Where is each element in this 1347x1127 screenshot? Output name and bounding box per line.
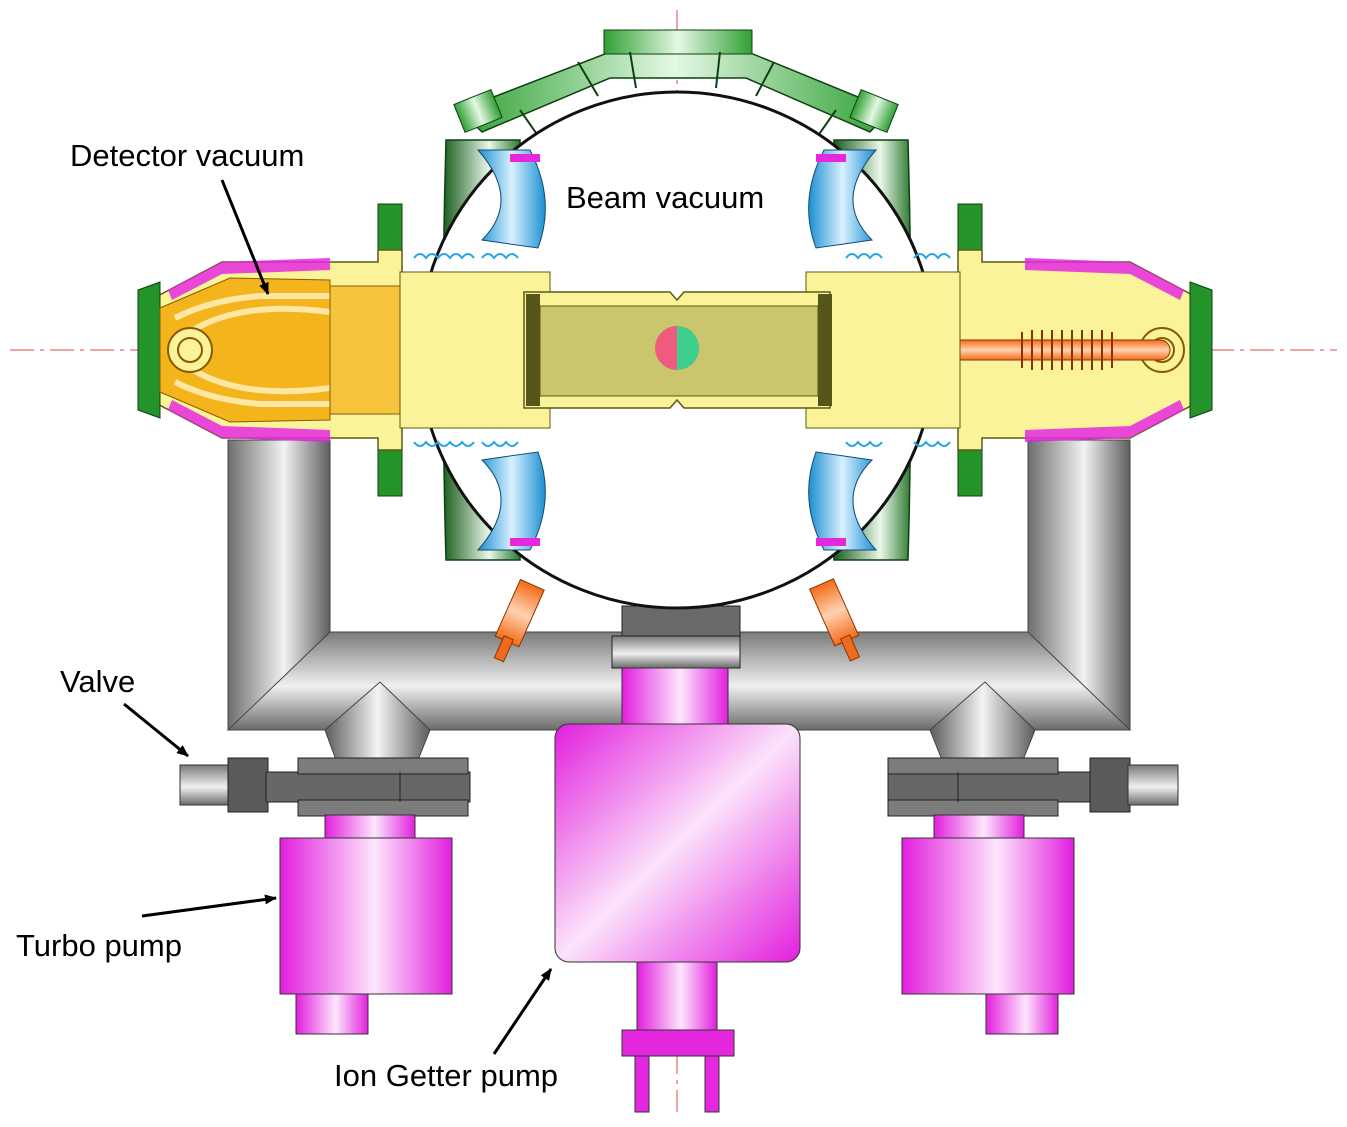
- left-cone: [324, 681, 431, 761]
- arrow-ion-getter-pump: [492, 968, 553, 1055]
- right-cone: [929, 681, 1036, 761]
- turbo-pump-right: [901, 837, 1075, 995]
- ion-getter-pump-body: [554, 723, 801, 963]
- arrow-valve: [123, 702, 189, 758]
- label-ion-getter-pump: Ion Getter pump: [334, 1058, 558, 1093]
- right-turbo-assembly: [887, 757, 1179, 1035]
- detector-arms: [137, 249, 1213, 451]
- label-valve: Valve: [60, 664, 135, 699]
- valve-actuator-right: [1127, 764, 1179, 806]
- label-detector-vacuum: Detector vacuum: [70, 138, 304, 173]
- label-turbo-pump: Turbo pump: [16, 928, 182, 963]
- turbo-pump-left: [279, 837, 453, 995]
- ion-getter-pump-assembly: [554, 605, 801, 1113]
- feedthrough-rod: [939, 339, 1171, 361]
- valve-actuator-left: [179, 764, 233, 806]
- valve-body-left: [265, 771, 471, 803]
- callout-arrows: [123, 179, 553, 1055]
- arrow-detector-vacuum: [220, 179, 270, 295]
- left-turbo-assembly: [179, 757, 471, 1035]
- labels: Detector vacuum Beam vacuum Valve Turbo …: [16, 138, 764, 1093]
- arrow-turbo-pump: [141, 894, 277, 918]
- valve-body-right: [887, 771, 1093, 803]
- label-beam-vacuum: Beam vacuum: [566, 180, 764, 215]
- detector-orange-element: [159, 277, 331, 423]
